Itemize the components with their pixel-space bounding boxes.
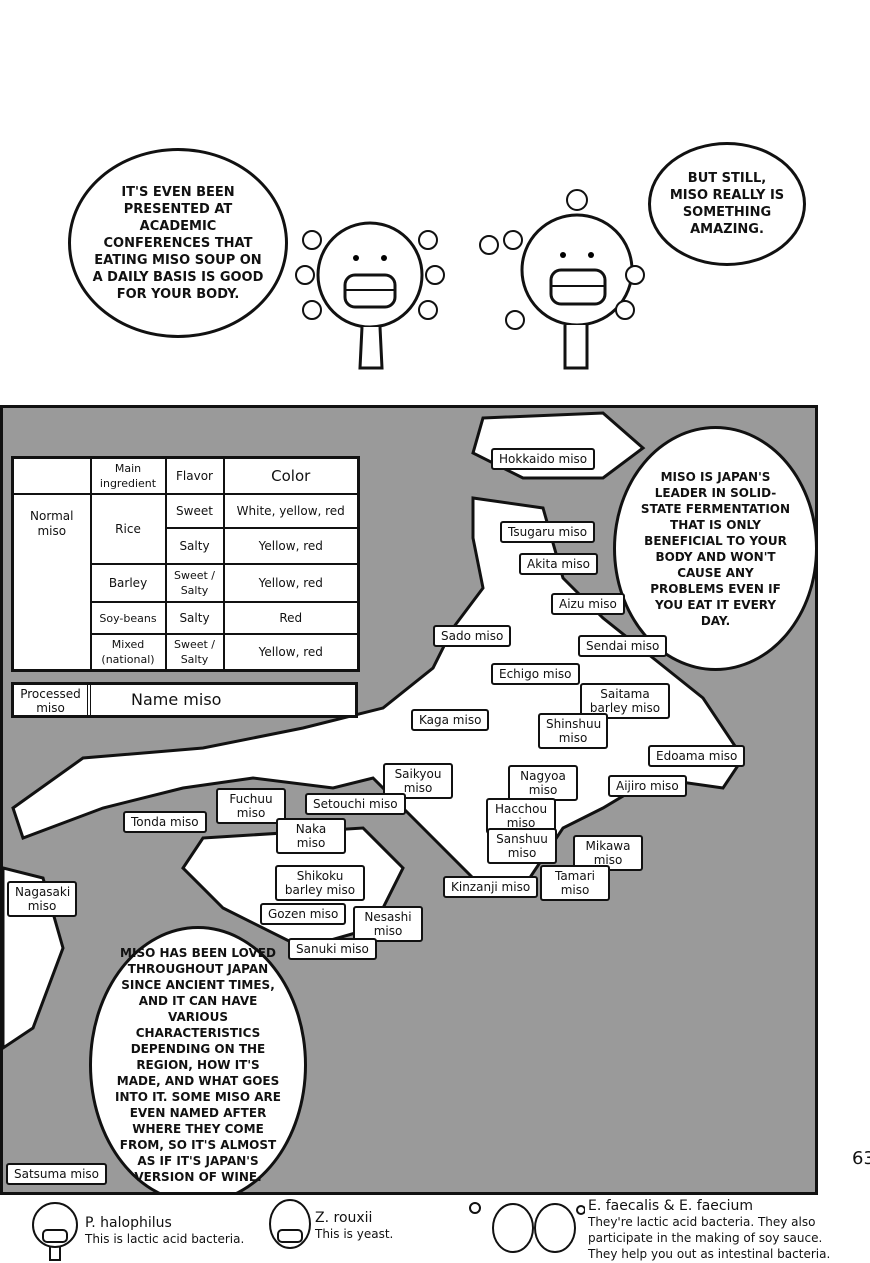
speech-bubble-map: Miso is Japan's leader in solid-state fe… <box>613 426 815 671</box>
miso-region-label: Edoama miso <box>648 745 746 767</box>
miso-character-right <box>479 189 645 370</box>
miso-region-label: Echigo miso <box>491 663 580 685</box>
z-rouxii-icon <box>269 1199 311 1249</box>
miso-region-label: Shikoku barley miso <box>275 865 365 901</box>
miso-character-left <box>295 221 445 370</box>
miso-region-label: Saitama barley miso <box>580 683 670 719</box>
miso-region-label: Nesashi miso <box>353 906 423 942</box>
miso-region-label: Sanuki miso <box>288 938 377 960</box>
miso-region-label: Nagyoa miso <box>508 765 578 801</box>
speech-bubble-right: But still, miso really is something amaz… <box>648 142 806 266</box>
e-faecalis-icon <box>469 1202 585 1253</box>
miso-region-label: Akita miso <box>519 553 598 575</box>
miso-region-label: Gozen miso <box>260 903 347 925</box>
miso-region-label: Shinshuu miso <box>538 713 608 749</box>
speech-bubble-left: It's even been presented at academic con… <box>68 148 288 338</box>
miso-region-label: Hokkaido miso <box>491 448 596 470</box>
page-number: 63 <box>852 1148 870 1169</box>
miso-region-label: Aizu miso <box>551 593 625 615</box>
miso-region-label: Kaga miso <box>411 709 490 731</box>
miso-region-label: Naka miso <box>276 818 346 854</box>
miso-region-label: Fuchuu miso <box>216 788 286 824</box>
miso-region-label: Nagasaki miso <box>7 881 77 917</box>
miso-region-label: Tonda miso <box>123 811 207 833</box>
miso-region-label: Aijiro miso <box>608 775 687 797</box>
miso-region-label: Sendai miso <box>578 635 668 657</box>
speech-bubble-bottom: Miso has been loved throughout Japan sin… <box>89 926 307 1192</box>
miso-region-label: Sado miso <box>433 625 512 647</box>
miso-region-label: Satsuma miso <box>6 1163 108 1185</box>
miso-region-label: Setouchi miso <box>305 793 406 815</box>
miso-region-label: Tamari miso <box>540 865 610 901</box>
miso-region-label: Tsugaru miso <box>500 521 596 543</box>
miso-region-label: Kinzanji miso <box>443 876 539 898</box>
miso-region-label: Sanshuu miso <box>487 828 557 864</box>
p-halophilus-icon <box>32 1202 78 1261</box>
